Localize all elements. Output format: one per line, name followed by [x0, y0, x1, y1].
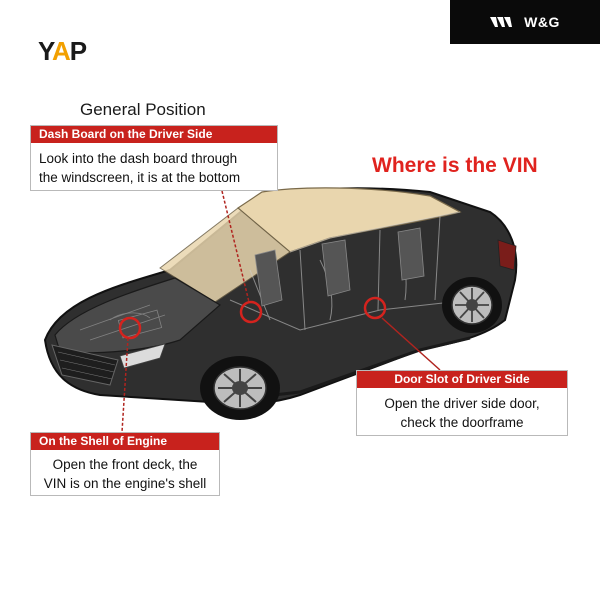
- cabin-frame: [229, 211, 471, 331]
- engine-callout-line: VIN is on the engine's shell: [43, 476, 207, 491]
- where-is-vin-heading: Where is the VIN: [372, 154, 538, 177]
- dash-leader: [221, 190, 250, 303]
- dash-callout-title: Dash Board on the Driver Side: [31, 126, 277, 143]
- yap-logo: YAP: [38, 36, 87, 67]
- door-leader: [381, 317, 441, 371]
- brand-bar: W&G: [450, 0, 600, 44]
- door-callout-body: Open the driver side door, check the doo…: [357, 388, 567, 438]
- brand-name: W&G: [524, 14, 560, 30]
- wings-icon: [490, 17, 513, 27]
- front-wheel: [200, 356, 280, 420]
- dash-marker: [239, 300, 263, 324]
- logo-letter-p: P: [69, 36, 87, 66]
- dash-callout-line: Look into the dash board through: [39, 151, 238, 166]
- door-callout-line: Open the driver side door,: [384, 396, 540, 411]
- grille-bars: [57, 351, 116, 380]
- engine-callout: On the Shell of Engine Open the front de…: [30, 432, 220, 496]
- general-position-heading: General Position: [80, 100, 206, 119]
- logo-letter-y: Y: [38, 36, 53, 66]
- dash-callout-body: Look into the dash board through the win…: [31, 143, 277, 193]
- taillight: [497, 239, 517, 271]
- headlight: [119, 343, 166, 369]
- door-callout-title: Door Slot of Driver Side: [357, 371, 567, 388]
- engine-callout-body: Open the front deck, the VIN is on the e…: [31, 450, 219, 499]
- engine-marker: [118, 316, 142, 340]
- engine-leader: [121, 337, 129, 433]
- car-seats: [254, 227, 425, 307]
- door-callout: Door Slot of Driver Side Open the driver…: [356, 370, 568, 436]
- engine-detail: [79, 304, 166, 341]
- front-grille: [51, 344, 119, 386]
- door-callout-line: check the doorframe: [400, 415, 524, 430]
- dash-callout: Dash Board on the Driver Side Look into …: [30, 125, 278, 191]
- logo-letter-a: A: [51, 36, 71, 66]
- dash-callout-line: the windscreen, it is at the bottom: [39, 170, 241, 185]
- engine-callout-line: Open the front deck, the: [52, 457, 198, 472]
- door-marker: [363, 296, 387, 320]
- engine-callout-title: On the Shell of Engine: [31, 433, 219, 450]
- rear-wheel: [442, 277, 502, 333]
